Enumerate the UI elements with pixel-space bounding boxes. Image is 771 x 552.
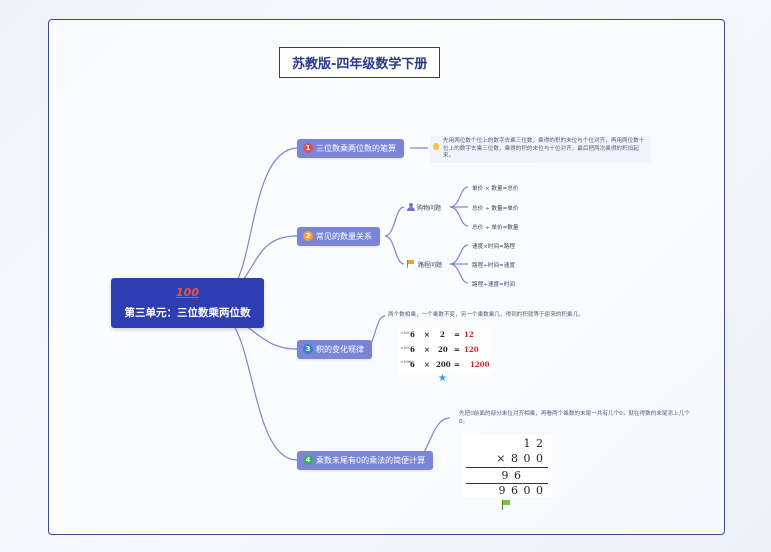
link-leaf-4 xyxy=(449,244,469,265)
flag-icon xyxy=(407,260,415,268)
topic-3-label: 积的变化规律 xyxy=(316,345,364,354)
page-title: 苏教版-四年级数学下册 xyxy=(279,47,441,78)
link-leaf-3 xyxy=(449,206,469,227)
topic-2-number-badge: 2 xyxy=(303,231,313,241)
link-group-1 xyxy=(384,206,405,237)
leaf-item: 路程÷速度=时间 xyxy=(472,282,515,288)
leaf-item: 总价 ÷ 单价=数量 xyxy=(472,225,519,231)
green-flag-icon xyxy=(502,500,510,510)
topic-4-number-badge: 4 xyxy=(303,455,313,465)
table-cell: 6 xyxy=(410,360,415,369)
table-cell: × xyxy=(424,345,430,354)
topic-2-label: 常见的数量关系 xyxy=(316,232,372,241)
group-distance[interactable]: 路程问题 xyxy=(407,260,442,269)
leaf-item: 单价 × 数量=总价 xyxy=(472,186,519,192)
root-node[interactable]: 100 第三单元：三位数乘两位数 xyxy=(111,278,264,328)
calc-rule xyxy=(466,483,548,484)
table-cell: × xyxy=(424,360,430,369)
link-leaf-1 xyxy=(449,186,469,208)
lightbulb-icon xyxy=(433,143,439,150)
leaf-item: 路程÷时间=速度 xyxy=(472,263,515,269)
side-label: ×10 xyxy=(400,330,409,335)
side-label: ×10 xyxy=(400,345,409,350)
calc-line-2: × 8 0 0 xyxy=(496,452,544,465)
table-cell: 1200 xyxy=(470,360,490,369)
table-cell: 6 xyxy=(410,330,415,339)
topic-1-note: 先用两位数个位上的数字去乘三位数，乘得的积的末位与个位对齐，再用两位数十位上的数… xyxy=(430,136,651,163)
table-cell: 6 xyxy=(410,345,415,354)
side-label: ×100 xyxy=(400,359,412,364)
table-cell: 12 xyxy=(464,330,474,339)
link-topic-1 xyxy=(229,147,298,291)
calc-rule xyxy=(466,467,548,468)
person-icon xyxy=(407,203,415,211)
table-cell: = xyxy=(454,330,460,339)
calc-line-3: 9 6 xyxy=(501,469,522,482)
table-cell: 20 xyxy=(438,345,448,354)
group-shopping-label: 购物问题 xyxy=(417,205,442,212)
hundred-emoji-icon: 100 xyxy=(176,286,199,299)
calc-line-1: 1 2 xyxy=(523,437,544,450)
topic-3-number-badge: 3 xyxy=(303,344,313,354)
table-cell: = xyxy=(454,345,460,354)
group-distance-label: 路程问题 xyxy=(418,262,443,269)
canvas-frame xyxy=(48,19,725,535)
topic-1-number-badge: 1 xyxy=(303,143,313,153)
topic-1-note-text: 先用两位数个位上的数字去乘三位数，乘得的积的末位与个位对齐，再用两位数十位上的数… xyxy=(443,138,645,159)
group-shopping[interactable]: 购物问题 xyxy=(407,203,441,212)
leaf-item: 速度×时间=路程 xyxy=(472,244,515,250)
topic-1-label: 三位数乘两位数的笔算 xyxy=(316,144,396,153)
title-banner: 苏教版-四年级数学下册 xyxy=(279,47,441,78)
product-change-table: ×10 ×10 ×100 6 × 2 = 12 6 × 20 = 120 6 ×… xyxy=(398,328,492,374)
link-topic-4 xyxy=(229,319,298,461)
star-icon: ★ xyxy=(438,373,447,384)
table-cell: 200 xyxy=(436,360,451,369)
table-cell: × xyxy=(424,330,430,339)
topic-3-note: 两个数相乘，一个乘数不变，另一个乘数乘几，得到的积就等于原来的积乘几。 xyxy=(388,312,584,318)
table-cell: = xyxy=(454,360,460,369)
topic-4-note: 先把0前面的部分末位对齐相乘，再看两个乘数的末尾一共有几个0，就在得数的末尾添上… xyxy=(459,411,690,425)
leaf-item: 总价 ÷ 数量=单价 xyxy=(472,206,519,212)
root-label: 第三单元：三位数乘两位数 xyxy=(124,307,251,319)
table-cell: 120 xyxy=(464,345,479,354)
link-leaf-6 xyxy=(449,263,469,284)
table-cell: 2 xyxy=(440,330,445,339)
topic-4-label: 乘数末尾有0的乘法的简便计算 xyxy=(316,456,426,465)
link-group-2 xyxy=(384,235,405,265)
multiplication-example: 1 2 × 8 0 0 9 6 9 6 0 0 xyxy=(462,435,552,497)
calc-line-4: 9 6 0 0 xyxy=(498,484,544,497)
